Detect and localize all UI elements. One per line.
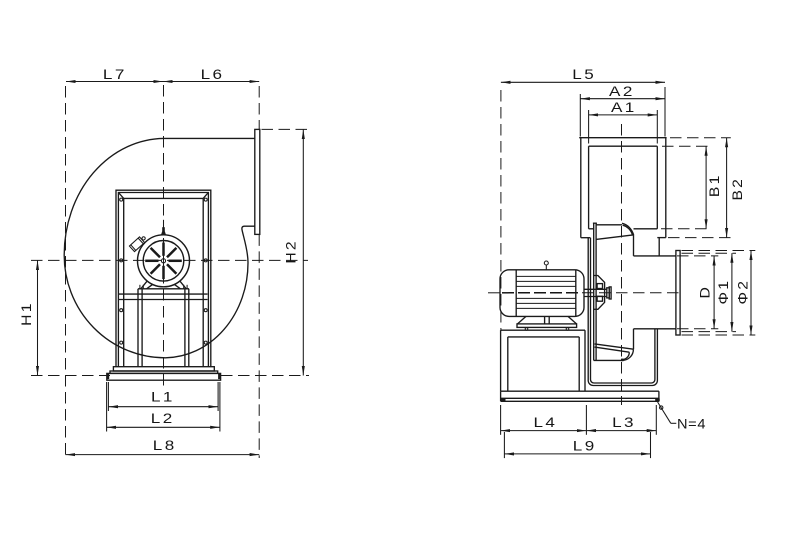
svg-text:Φ2: Φ2 xyxy=(736,279,751,305)
svg-text:A2: A2 xyxy=(609,84,635,99)
svg-text:L1: L1 xyxy=(151,390,175,405)
svg-text:Φ1: Φ1 xyxy=(717,279,732,305)
svg-text:B2: B2 xyxy=(731,177,746,201)
svg-text:H2: H2 xyxy=(284,239,299,264)
svg-text:L6: L6 xyxy=(201,67,225,82)
svg-text:L3: L3 xyxy=(612,415,636,430)
svg-text:D: D xyxy=(698,285,713,299)
svg-text:L4: L4 xyxy=(533,415,557,430)
svg-text:A1: A1 xyxy=(611,101,637,116)
svg-text:H1: H1 xyxy=(20,301,35,326)
svg-text:L2: L2 xyxy=(151,411,175,426)
svg-text:B1: B1 xyxy=(708,173,723,197)
svg-text:L8: L8 xyxy=(153,438,177,453)
svg-text:L9: L9 xyxy=(573,439,597,454)
svg-text:L7: L7 xyxy=(103,67,127,82)
svg-text:L5: L5 xyxy=(572,67,596,82)
svg-text:N=4: N=4 xyxy=(677,416,706,431)
